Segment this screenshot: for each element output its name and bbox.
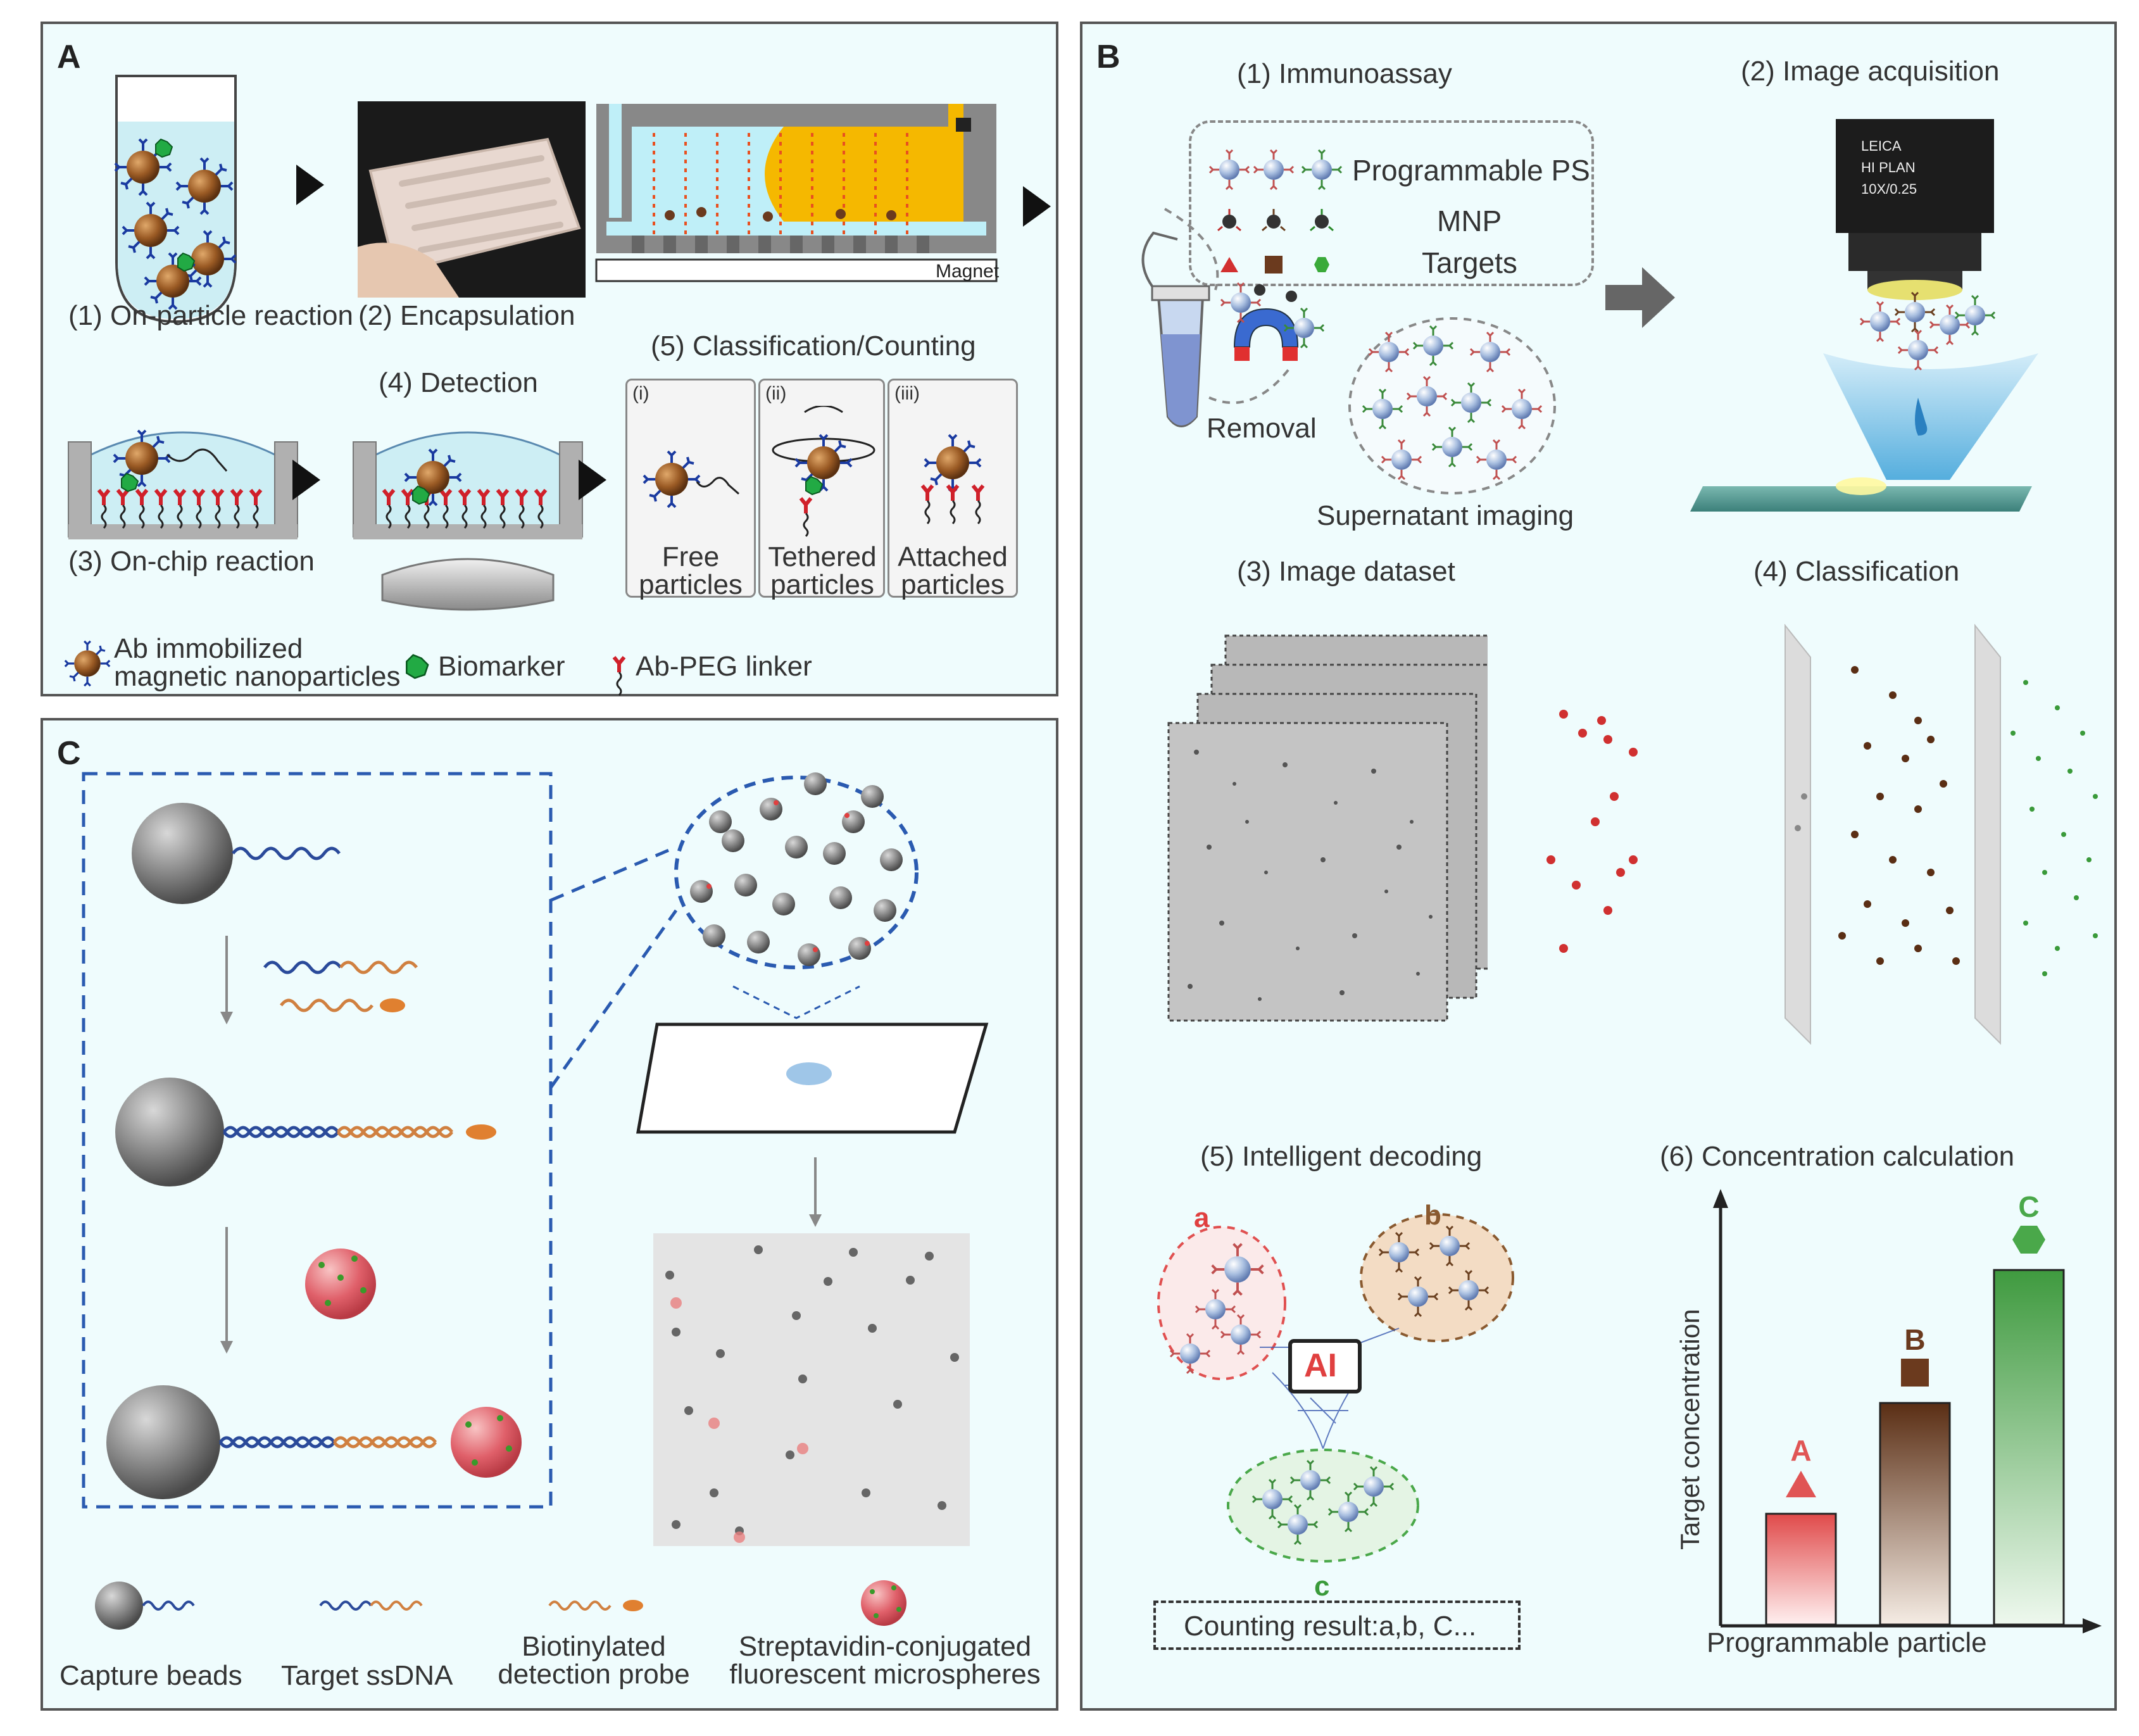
panel-c: C <box>41 718 1058 1711</box>
tube-magnet-illustration <box>1141 208 1325 427</box>
on-chip-reaction <box>68 429 298 539</box>
intelligent-decoding: a b c AI <box>1157 1200 1514 1602</box>
immunoassay-legend-icons <box>1208 149 1343 274</box>
supernatant-label: Supernatant imaging <box>1317 500 1574 531</box>
b-step4-label: (4) Classification <box>1753 556 1960 587</box>
image-dataset-stack <box>1167 634 1488 1022</box>
linker-icon <box>606 653 632 704</box>
free-label-2: particles <box>639 569 743 600</box>
magnet-label: Magnet <box>936 261 999 282</box>
counting-result-box: Counting result:a,b, C... <box>1153 1601 1521 1650</box>
removal-label: Removal <box>1207 413 1317 444</box>
panel-letter: B <box>1096 39 1120 75</box>
bar-label-a: A <box>1790 1434 1811 1467</box>
b-step1-label: (1) Immunoassay <box>1237 58 1452 89</box>
objective-text-2: HI PLAN <box>1861 160 1916 175</box>
arrow-icon <box>296 165 324 205</box>
step1-label: (1) On-particle reaction <box>68 300 353 331</box>
tethered-particle-icon <box>772 406 875 539</box>
objective-text-1: LEICA <box>1861 138 1902 154</box>
legend-capture: Capture beads <box>60 1660 242 1691</box>
free-particles-box: (i) Free particles <box>625 379 756 600</box>
bar-label-c: C <box>2018 1190 2039 1223</box>
attached-particles-box: (iii) Attached particles <box>888 379 1018 600</box>
attached-label-2: particles <box>901 569 1005 600</box>
bar-label-b: B <box>1904 1323 1925 1356</box>
panel-letter: A <box>57 39 81 75</box>
cluster-b-label: b <box>1424 1200 1441 1231</box>
legend-micro-1: Streptavidin-conjugated <box>738 1631 1032 1662</box>
chart-xlabel: Programmable particle <box>1707 1627 1987 1658</box>
b-step6-label: (6) Concentration calculation <box>1660 1141 2015 1172</box>
microscope-objective: LEICA HI PLAN 10X/0.25 <box>1823 119 2038 480</box>
target-symbol-c <box>2012 1226 2045 1254</box>
legend-linker: Ab-PEG linker <box>636 651 812 682</box>
arrow-icon <box>1605 267 1675 328</box>
bar-a <box>1765 1513 1837 1626</box>
b-step2-label: (2) Image acquisition <box>1741 56 2000 87</box>
immunoassay-legend-box <box>1189 120 1594 286</box>
sub-ii-label: (ii) <box>765 383 787 404</box>
classification-scatter <box>1546 624 2098 1045</box>
cluster-c-label: c <box>1314 1571 1329 1602</box>
step4-label: (4) Detection <box>379 367 538 398</box>
bar-b <box>1879 1402 1951 1626</box>
ai-chip-label: AI <box>1304 1347 1337 1384</box>
legend-target: Target ssDNA <box>281 1660 453 1691</box>
panel-b: B (1) Immunoassay (2) Image acquisition … <box>1080 22 2117 1711</box>
target-symbol-a <box>1786 1471 1816 1497</box>
sub-iii-label: (iii) <box>894 383 920 404</box>
mnp-label: MNP <box>1437 204 1502 237</box>
supernatant-cluster <box>1348 317 1556 494</box>
chip-photo <box>358 101 586 298</box>
biomarker-icon <box>405 654 429 679</box>
step2-label: (2) Encapsulation <box>358 300 575 331</box>
target-symbol-b <box>1901 1359 1929 1387</box>
concentration-chart: Target concentration A B C <box>1675 1189 2102 1633</box>
reaction-tube <box>114 75 237 324</box>
cluster-a-label: a <box>1194 1202 1210 1233</box>
glass-slide <box>1690 477 2032 512</box>
counting-result-text: Counting result:a,b, C... <box>1184 1611 1477 1642</box>
objective-text-3: 10X/0.25 <box>1861 181 1917 197</box>
arrow-icon <box>1023 186 1051 227</box>
legend-micro-2: fluorescent microspheres <box>729 1659 1041 1690</box>
step3-label: (3) On-chip reaction <box>68 546 315 577</box>
channel-schematic: Magnet <box>595 104 999 282</box>
legend-biomarker: Biomarker <box>438 651 565 682</box>
prog-ps-label: Programmable PS <box>1352 154 1590 187</box>
tethered-particles-box: (ii) Tethered particles <box>758 379 885 600</box>
free-particle-icon <box>643 450 739 508</box>
targets-label: Targets <box>1422 246 1517 279</box>
panel-letter: C <box>57 735 81 772</box>
arrow-icon <box>292 460 320 500</box>
panel-a: A (1) On-particle reaction (2) Encapsula… <box>41 22 1058 696</box>
attached-label-1: Attached <box>898 541 1008 572</box>
free-label-1: Free <box>662 541 720 572</box>
mnp-legend-icon <box>64 640 111 687</box>
legend-probe-1: Biotinylated <box>522 1631 666 1662</box>
chart-ylabel: Target concentration <box>1675 1309 1705 1550</box>
attached-particle-icon <box>889 434 1016 539</box>
assay-workflow <box>82 772 989 1630</box>
legend-mnp-1: Ab immobilized <box>114 633 303 664</box>
legend-probe-2: detection probe <box>498 1659 690 1690</box>
bar-c <box>1993 1269 2065 1626</box>
b-step5-label: (5) Intelligent decoding <box>1200 1141 1483 1172</box>
step5-label: (5) Classification/Counting <box>651 330 976 362</box>
legend-mnp-2: magnetic nanoparticles <box>114 661 401 692</box>
tethered-label-2: particles <box>770 569 874 600</box>
arrow-icon <box>579 460 606 500</box>
tethered-label-1: Tethered <box>768 541 877 572</box>
b-step3-label: (3) Image dataset <box>1237 556 1455 587</box>
detection-setup <box>353 431 583 611</box>
sub-i-label: (i) <box>632 383 649 404</box>
